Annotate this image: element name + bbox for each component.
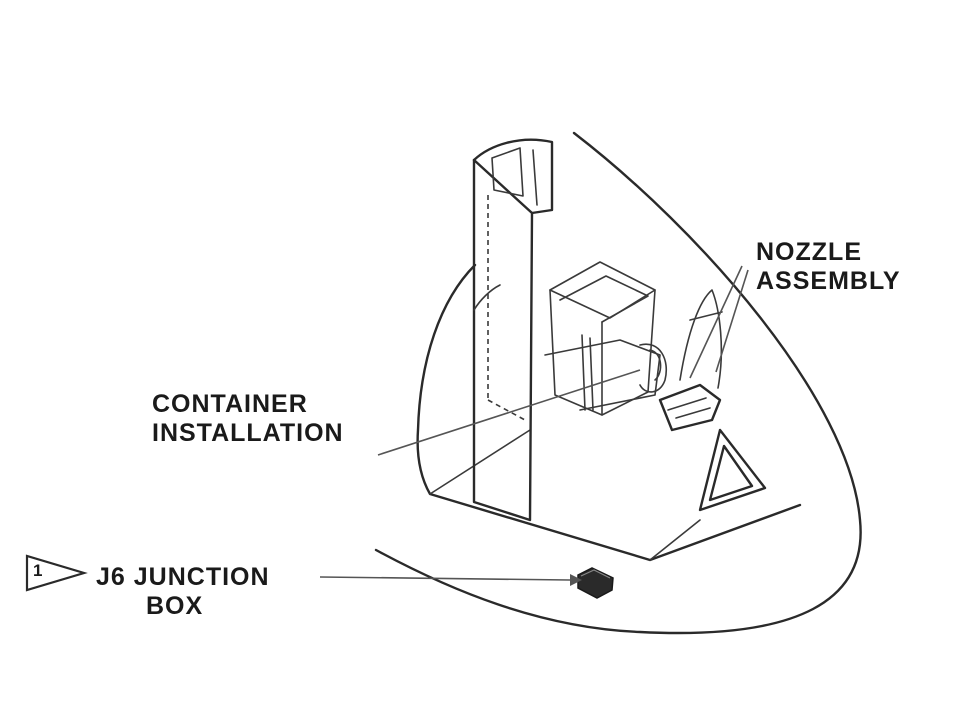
nozzle-assembly-label: NOZZLE ASSEMBLY [756, 238, 901, 296]
nozzle-assembly [658, 289, 723, 432]
junction-box-label: J6 JUNCTION BOX [96, 563, 270, 621]
container-installation [544, 261, 667, 416]
junction-box-label-line1: J6 JUNCTION [96, 563, 270, 591]
leader-line-nozzle-1 [689, 265, 743, 379]
bulkhead-outline [416, 263, 802, 562]
container-installation-label-line2: INSTALLATION [152, 419, 344, 447]
leader-line-nozzle-2 [715, 269, 749, 373]
vertical-frame [472, 138, 554, 522]
leader-arrowhead-junction [570, 574, 582, 586]
nozzle-assembly-label-line1: NOZZLE [756, 238, 862, 266]
container-installation-label: CONTAINER INSTALLATION [152, 390, 344, 448]
junction-box [577, 567, 614, 599]
container-installation-label-line1: CONTAINER [152, 390, 308, 418]
leader-line-junction [319, 576, 571, 581]
note-flag-number: 1 [33, 561, 43, 580]
nozzle-assembly-label-line2: ASSEMBLY [756, 267, 901, 295]
fuselage-skin-outline [374, 131, 862, 635]
floor-edge [429, 429, 701, 561]
note-flag-shape [25, 554, 88, 592]
leader-line-container [377, 369, 641, 456]
junction-box-label-line2: BOX [146, 592, 204, 620]
triangular-bracket [698, 428, 767, 512]
